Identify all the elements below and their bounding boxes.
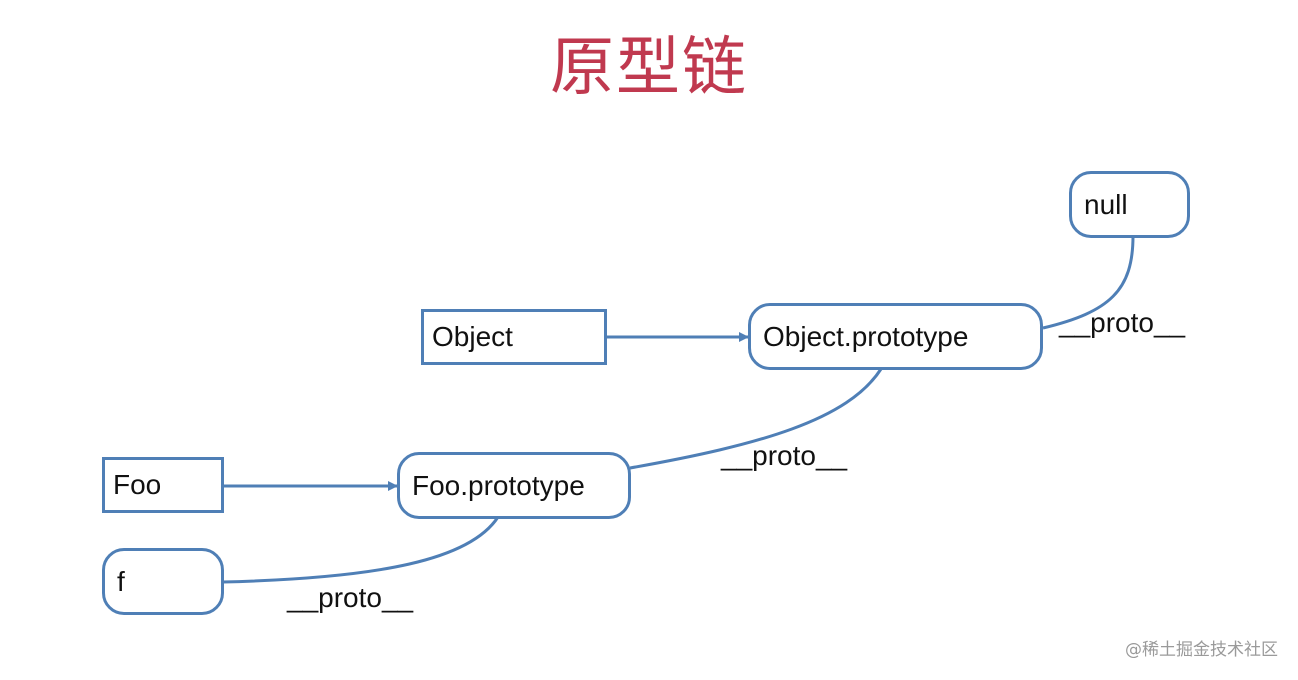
curve-f-to-foo-prototype [222,516,500,584]
curve-object-prototype-to-null [1042,235,1135,330]
edge-label-proto-null: __proto__ [1059,307,1186,338]
node-foo-prototype: Foo.prototype [397,452,631,519]
node-f: f [102,548,224,615]
node-foo-label: Foo [113,469,162,500]
edge-label-proto-foo-prototype: __proto__ [287,582,414,613]
node-object: Object [421,309,607,365]
watermark: @稀土掘金技术社区 [1125,640,1278,660]
node-foo-prototype-label: Foo.prototype [412,469,585,501]
curve-foo-prototype-to-object-prototype [629,368,883,470]
node-f-label: f [117,565,125,597]
node-object-label: Object [432,321,513,352]
node-null-label: null [1084,188,1128,220]
node-object-prototype: Object.prototype [748,303,1043,370]
diagram-title: 原型链 [550,31,748,105]
edge-label-proto-object-prototype: __proto__ [721,440,848,471]
node-object-prototype-label: Object.prototype [763,320,969,352]
node-null: null [1069,171,1190,238]
node-foo: Foo [102,457,224,513]
